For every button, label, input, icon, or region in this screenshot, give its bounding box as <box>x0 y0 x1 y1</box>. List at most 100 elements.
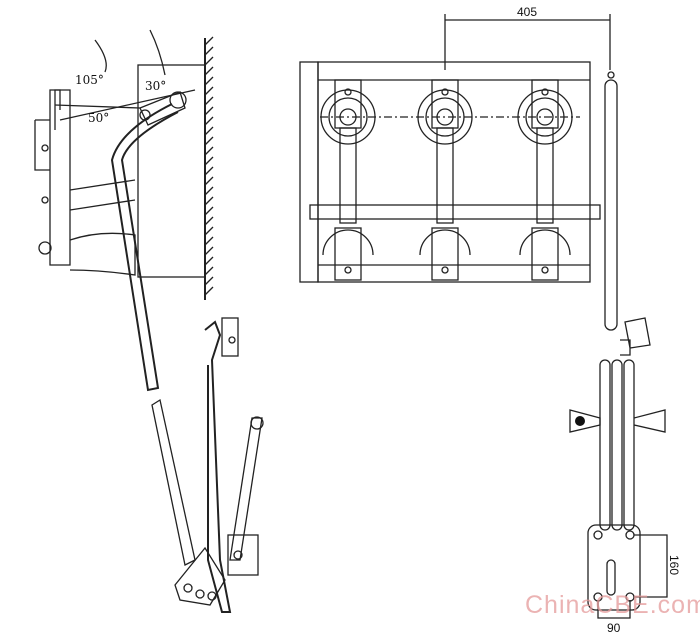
rod <box>611 359 623 531</box>
hatch-line <box>204 176 214 186</box>
reference-line <box>54 104 141 109</box>
contact-pivot <box>339 108 357 126</box>
dimension-160-line <box>634 534 668 598</box>
hatch-line <box>204 246 214 256</box>
insulator-ring <box>328 97 368 137</box>
rod <box>599 359 611 531</box>
hole <box>344 88 352 96</box>
front-view: 405 160 90 <box>299 5 681 634</box>
bracket <box>227 534 259 576</box>
upper-insulator <box>417 89 473 145</box>
hole <box>541 266 549 274</box>
blade <box>339 127 357 224</box>
hatch-line <box>204 136 214 146</box>
lower-insulator <box>322 229 374 256</box>
pivot <box>607 71 615 79</box>
hole <box>183 583 193 593</box>
hatch-line <box>204 186 214 196</box>
insulator-ring <box>425 97 465 137</box>
dimension-405-label: 405 <box>517 5 537 19</box>
operating-lever <box>110 103 179 392</box>
contact-pivot <box>436 108 454 126</box>
angle-30-label: 30° <box>145 79 166 93</box>
pivot <box>169 91 187 109</box>
hatch-line <box>204 276 214 286</box>
lower-contact <box>531 227 559 281</box>
pivot <box>250 416 264 430</box>
hole <box>441 266 449 274</box>
upper-insulator <box>320 89 376 145</box>
switch-pole <box>320 79 376 281</box>
hatch-line <box>204 256 214 266</box>
mounting-box <box>137 64 206 278</box>
mechanism-frame <box>34 89 71 266</box>
connecting-rod <box>229 417 263 561</box>
insulator-ring <box>525 97 565 137</box>
handle-grip <box>569 409 666 433</box>
lower-contact <box>334 227 362 281</box>
hatch-line <box>204 96 214 106</box>
hatch-line <box>204 236 214 246</box>
base-plate <box>174 546 226 606</box>
upper-contact <box>431 79 459 129</box>
side-view: 105° 50° 30° <box>34 29 214 392</box>
angle-50-label: 50° <box>88 111 109 125</box>
hole <box>195 589 205 599</box>
hole <box>228 336 236 344</box>
switch-pole <box>417 79 473 281</box>
switch-pole <box>517 79 573 281</box>
handle-bracket <box>221 317 239 357</box>
hatch-line <box>204 66 214 76</box>
hole <box>625 530 635 540</box>
blade <box>536 127 554 224</box>
slot <box>606 559 616 596</box>
mounting-plate <box>587 524 641 611</box>
wall-hatch <box>204 36 214 296</box>
connecting-rod <box>151 398 196 566</box>
dimension-160-label: 160 <box>667 555 681 575</box>
hole <box>41 144 49 152</box>
hole <box>233 550 243 560</box>
hatch-line <box>204 56 214 66</box>
hatch-line <box>204 216 214 226</box>
hole <box>344 266 352 274</box>
rod <box>623 359 635 531</box>
lower-insulator <box>519 229 571 256</box>
hatch-line <box>204 106 214 116</box>
hatch-line <box>204 266 214 276</box>
hole <box>541 88 549 96</box>
hole <box>441 88 449 96</box>
spring-assembly <box>69 179 136 276</box>
hatch-line <box>204 36 214 46</box>
hole <box>38 241 52 255</box>
upper-contact <box>334 79 362 129</box>
hole <box>593 530 603 540</box>
drive-shaft <box>309 204 601 220</box>
hatch-line <box>204 116 214 126</box>
hole <box>41 196 49 204</box>
hole <box>207 591 217 601</box>
hatch-line <box>204 286 214 296</box>
upper-insulator <box>517 89 573 145</box>
contact-pivot <box>536 108 554 126</box>
upper-contact <box>531 79 559 129</box>
hatch-line <box>204 226 214 236</box>
frame-side <box>299 61 319 283</box>
hatch-line <box>204 46 214 56</box>
bracket <box>54 89 61 130</box>
hatch-line <box>204 126 214 136</box>
lower-insulator <box>419 229 471 256</box>
indicator-dot <box>575 416 585 426</box>
dimension-90-label: 90 <box>607 621 621 634</box>
watermark: ChinaCBE.com <box>525 591 700 619</box>
blade <box>436 127 454 224</box>
hatch-line <box>204 156 214 166</box>
dimension-90-line <box>597 600 631 619</box>
hatch-line <box>204 166 214 176</box>
lower-contact <box>431 227 459 281</box>
angle-105-label: 105° <box>75 73 104 87</box>
hatch-line <box>204 86 214 96</box>
switch-frame <box>317 61 591 283</box>
